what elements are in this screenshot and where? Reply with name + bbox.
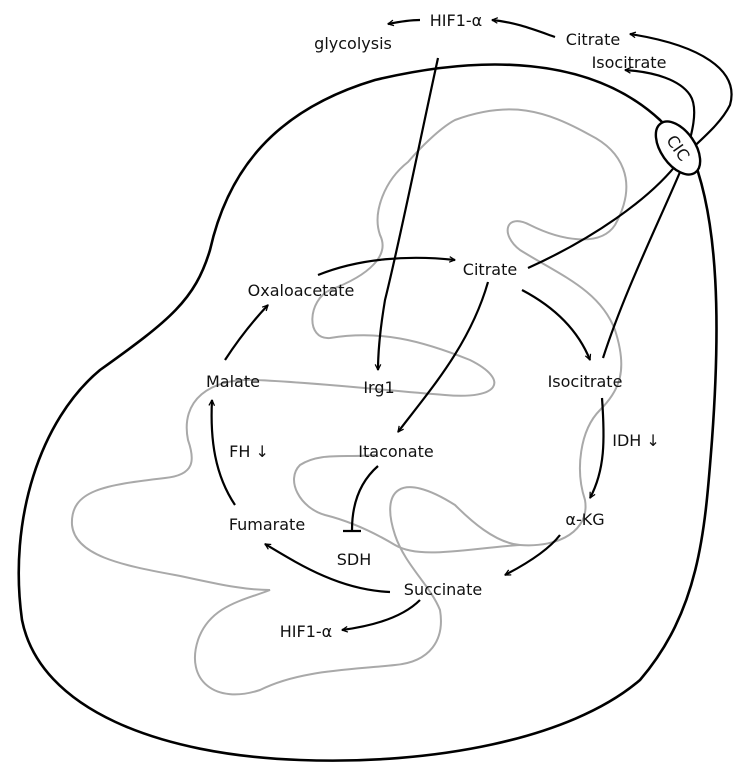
fumarate-label: Fumarate (229, 515, 305, 534)
citrate-to-hif1-arrow (492, 20, 556, 39)
citrate-cytosol-label: Citrate (566, 30, 620, 49)
isocitrate-export-arrow (601, 70, 696, 359)
malate-label: Malate (206, 372, 260, 391)
citrate-export-arrow (527, 34, 733, 270)
cic-transporter (654, 120, 702, 176)
succinate-to-hif1-arrow (342, 599, 421, 630)
akg-to-succinate-arrow (505, 534, 561, 576)
succinate-to-fumarate-arrow (265, 543, 391, 594)
isocitrate-cytosol-label: Isocitrate (592, 53, 667, 72)
hif1-to-glycolysis-arrow (388, 18, 421, 24)
succinate-label: Succinate (404, 580, 482, 599)
malate-to-oxaloacetate-arrow (224, 305, 268, 361)
itaconate-label: Itaconate (358, 442, 433, 461)
glycolysis-label: glycolysis (314, 34, 392, 53)
akg-label: α-KG (565, 510, 604, 529)
hif1-bottom-label: HIF1-α (280, 622, 332, 641)
itaconate-inhibits-sdh (350, 465, 379, 531)
citrate-label: Citrate (463, 260, 517, 279)
citrate-to-itaconate-arrow (397, 281, 490, 432)
inner-membrane (70, 108, 628, 696)
isocitrate-label: Isocitrate (548, 372, 623, 391)
idh-label: IDH ↓ (612, 431, 660, 450)
irg1-label: Irg1 (363, 378, 394, 397)
inner-membrane-fold (293, 454, 521, 554)
hif1-to-irg1-arrow (378, 57, 440, 370)
oxaloacetate-label: Oxaloacetate (248, 281, 355, 300)
sdh-label: SDH (337, 550, 372, 569)
hif1-top-label: HIF1-α (430, 11, 482, 30)
fh-label: FH ↓ (229, 442, 269, 461)
fumarate-to-malate-arrow (212, 400, 236, 506)
oxaloacetate-to-citrate-arrow (317, 258, 455, 277)
citrate-to-isocitrate-arrow (521, 289, 590, 360)
isocitrate-to-akg-arrow (589, 397, 605, 498)
outer-membrane (17, 63, 718, 762)
